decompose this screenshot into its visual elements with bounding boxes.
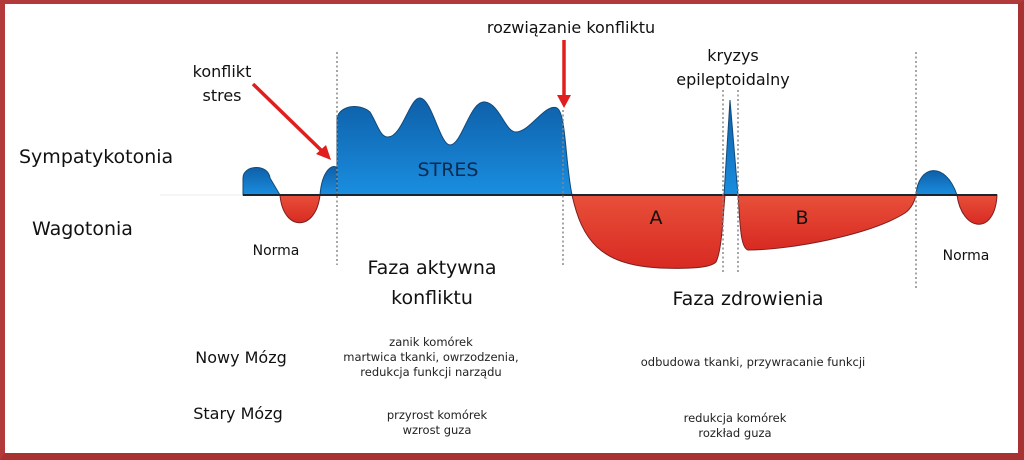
stress-label: STRES (417, 159, 479, 181)
resolution-annotation: rozwiązanie konfliktu (486, 18, 656, 37)
region-b (737, 194, 917, 251)
healing-phase-label: Faza zdrowienia (672, 288, 824, 310)
row-label-old-brain: Stary Mózg (193, 404, 283, 423)
sympathicotonia-label: Sympatykotonia (19, 146, 174, 168)
conflict-annotation: konflikt stres (192, 62, 252, 105)
old-brain-healing-effects: redukcja komórek rozkład guza (683, 411, 787, 440)
phase-separators (336, 52, 917, 290)
norm-left-label: Norma (252, 243, 300, 259)
new-brain-active-effects: zanik komórek martwica tkanki, owrzodzen… (343, 335, 519, 379)
stress-region (336, 97, 573, 196)
row-label-new-brain: Nowy Mózg (195, 348, 287, 367)
conflict-arrow (251, 82, 331, 160)
active-phase-label: Faza aktywna konfliktu (367, 257, 497, 309)
left-norm-wave (242, 166, 338, 224)
new-brain-healing-effects: odbudowa tkanki, przywracanie funkcji (640, 355, 866, 369)
resolution-arrow (557, 40, 571, 108)
norm-right-label: Norma (942, 248, 990, 264)
region-a-label: A (649, 207, 663, 229)
old-brain-active-effects: przyrost komórek wzrost guza (386, 408, 488, 437)
crisis-spike (723, 99, 739, 196)
region-a (571, 194, 726, 269)
vagotonia-label: Wagotonia (32, 218, 133, 240)
crisis-annotation: kryzys epileptoidalny (676, 46, 790, 89)
right-norm-wave (915, 170, 998, 225)
region-b-label: B (795, 207, 809, 229)
